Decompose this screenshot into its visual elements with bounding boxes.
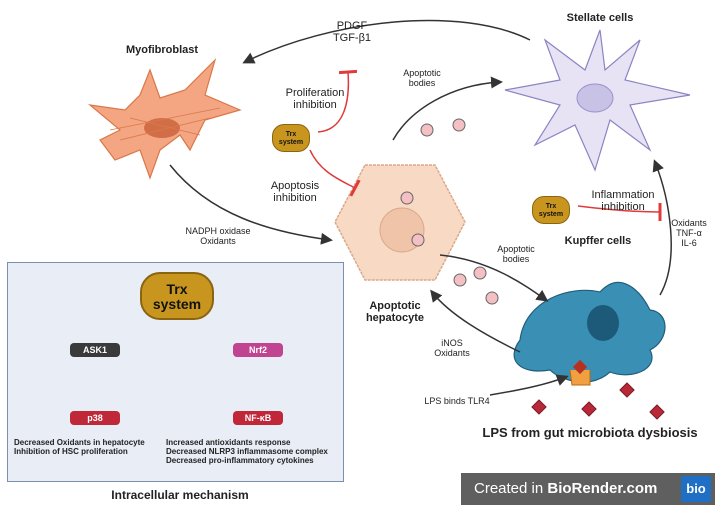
inhibit-apoptosis [309, 149, 361, 197]
label-pdgf: PDGF TGF-β1 [332, 20, 372, 44]
lps-title: LPS from gut microbiota dysbiosis [482, 425, 698, 440]
inhibit-proliferation [317, 69, 358, 133]
arrow-myofibroblast-to-hepatocyte [169, 164, 333, 245]
nfkb-node: NF-κB [233, 411, 283, 425]
mechanism-right-text: Increased antioxidants response Decrease… [166, 438, 328, 465]
badge-prefix: Created in [474, 480, 548, 497]
biorender-badge [461, 473, 715, 505]
myofibroblast-cell [87, 57, 242, 180]
lps-particles [531, 382, 665, 420]
kupffer-cell [513, 281, 666, 386]
biorender-badge-text: Created in BioRender.com [474, 480, 657, 497]
trx-system-kupffer: Trx system [532, 196, 570, 224]
label-stellate: Stellate cells [566, 12, 634, 24]
ask1-node: ASK1 [70, 343, 120, 357]
apoptotic-bodies [420, 118, 499, 305]
label-apoptotic-bodies-top: Apoptotic bodies [403, 68, 441, 88]
nrf2-node: Nrf2 [233, 343, 283, 357]
arrow-lps-to-kupffer [489, 374, 569, 396]
label-proliferation-inhibition: Proliferation inhibition [285, 87, 345, 111]
hepatocyte-cell [334, 164, 466, 281]
arrow-stellate-to-myofibroblast [242, 19, 531, 64]
arrow-hepatocyte-to-stellate [392, 76, 503, 141]
trx-system-main: Trx system [140, 272, 214, 320]
trx-system-hepatocyte: Trx system [272, 124, 310, 152]
label-oxidants-tnf: Oxidants TNF-α IL-6 [671, 218, 707, 248]
label-lps-binds: LPS binds TLR4 [424, 396, 490, 406]
biorender-logo: bio [681, 476, 711, 502]
mechanism-left-text: Decreased Oxidants in hepatocyte Inhibit… [14, 438, 145, 456]
arrow-kupffer-to-stellate [652, 159, 672, 296]
arrow-kupffer-to-hepatocyte [430, 289, 521, 353]
label-hepatocyte: Apoptotic hepatocyte [365, 300, 425, 324]
badge-brand: BioRender.com [547, 480, 658, 497]
inhibit-inflammation [577, 202, 662, 222]
label-nadph: NADPH oxidase Oxidants [185, 226, 251, 246]
label-kupffer: Kupffer cells [564, 235, 632, 247]
label-inflammation-inhibition: Inflammation inhibition [591, 189, 655, 213]
stellate-cell [504, 29, 691, 172]
mechanism-title: Intracellular mechanism [111, 488, 249, 502]
label-myofibroblast: Myofibroblast [125, 44, 199, 56]
label-apoptosis-inhibition: Apoptosis inhibition [270, 180, 320, 204]
label-apoptotic-bodies-right: Apoptotic bodies [497, 244, 535, 264]
arrow-hepatocyte-to-kupffer [439, 254, 549, 302]
p38-node: p38 [70, 411, 120, 425]
label-inos: iNOS Oxidants [434, 338, 470, 358]
